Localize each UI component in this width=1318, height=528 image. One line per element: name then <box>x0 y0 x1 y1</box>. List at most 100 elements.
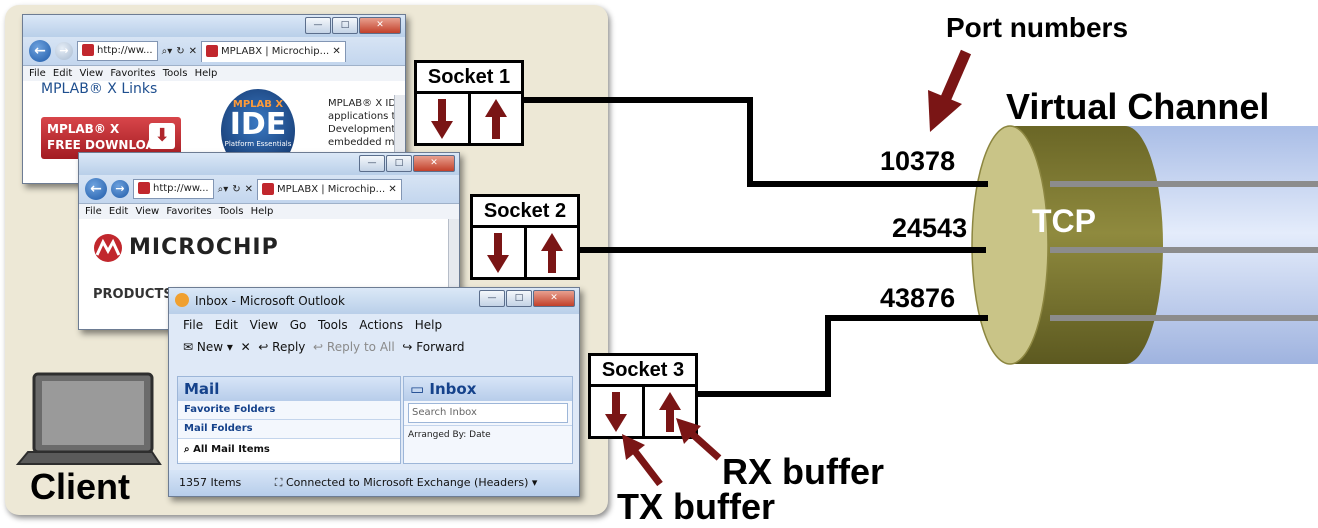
close-button[interactable]: ✕ <box>533 290 575 307</box>
vertical-scrollbar[interactable] <box>448 219 459 329</box>
microchip-favicon-icon <box>138 182 150 194</box>
rx-buffer <box>641 387 696 436</box>
reply-label: Reply <box>272 340 306 354</box>
search-folder-icon: ⌕ <box>184 444 190 455</box>
back-icon[interactable]: ← <box>29 40 51 62</box>
reply-all-button[interactable]: ↩ Reply to All <box>313 340 395 354</box>
forward-icon[interactable]: → <box>111 180 129 198</box>
mail-nav-pane: Mail Favorite Folders Mail Folders ⌕ All… <box>177 376 401 464</box>
back-icon[interactable]: ← <box>85 178 107 200</box>
rx-buffer <box>523 228 578 277</box>
forward-button[interactable]: ↪ Forward <box>402 340 464 354</box>
tx-buffer-label: TX buffer <box>617 486 775 527</box>
port-number-2: 24543 <box>892 213 968 243</box>
tx-pointer-arrow <box>622 434 663 487</box>
delete-icon[interactable]: ✕ <box>240 340 251 354</box>
maximize-button[interactable]: □ <box>506 290 532 307</box>
search-icon[interactable]: ⌕▾ <box>217 183 229 195</box>
menu-go[interactable]: Go <box>289 318 307 332</box>
menu-help[interactable]: Help <box>250 206 274 217</box>
favorite-folders[interactable]: Favorite Folders <box>178 401 400 420</box>
mail-header: Mail <box>178 377 400 401</box>
reply-button[interactable]: ↩ Reply <box>258 340 305 354</box>
menu-help[interactable]: Help <box>414 318 443 332</box>
menu-file[interactable]: File <box>85 206 102 217</box>
browser-tab[interactable]: MPLABX | Microchip... ✕ <box>257 178 402 200</box>
port-numbers-label: Port numbers <box>946 12 1129 43</box>
outlook-app-icon <box>175 293 189 307</box>
minimize-button[interactable]: — <box>305 17 331 34</box>
menu-edit[interactable]: Edit <box>214 318 238 332</box>
arrow-up-icon <box>658 391 681 432</box>
menu-edit[interactable]: Edit <box>108 206 129 217</box>
description-line: embedded m <box>328 137 395 148</box>
description-text: MPLAB® X IDE applications t Development … <box>328 97 402 149</box>
menu-file[interactable]: File <box>183 318 204 332</box>
menu-help[interactable]: Help <box>194 68 218 79</box>
logo-badge: MPLAB X <box>232 99 284 110</box>
menu-view[interactable]: View <box>249 318 279 332</box>
socket-label: Socket 2 <box>473 197 577 228</box>
menu-view[interactable]: View <box>135 206 160 217</box>
menu-tools[interactable]: Tools <box>318 318 348 332</box>
browser-tab[interactable]: MPLABX | Microchip... ✕ <box>201 40 346 62</box>
tab-label: MPLABX | Microchip... <box>221 45 330 57</box>
logo-sub: Platform Essentials <box>224 140 292 148</box>
stop-icon[interactable]: ✕ <box>188 45 198 57</box>
socket-label: Socket 3 <box>591 356 695 387</box>
vertical-scrollbar[interactable] <box>394 95 405 183</box>
socket-2: Socket 2 <box>470 194 580 280</box>
products-link[interactable]: PRODUCTS <box>93 287 173 302</box>
forward-mail-icon: ↪ <box>402 340 413 354</box>
new-mail-icon: ✉ <box>183 340 194 354</box>
minimize-button[interactable]: — <box>479 290 505 307</box>
arrow-down-icon <box>431 98 454 139</box>
new-button[interactable]: ✉ New ▾ <box>183 340 233 354</box>
mail-folders[interactable]: Mail Folders <box>178 420 400 439</box>
arranged-by-header[interactable]: Arranged By: Date <box>404 425 572 444</box>
close-button[interactable]: ✕ <box>359 17 401 34</box>
menu-actions[interactable]: Actions <box>359 318 404 332</box>
all-mail-items[interactable]: ⌕ All Mail Items <box>178 439 400 461</box>
menu-favorites[interactable]: Favorites <box>110 68 156 79</box>
rx-pointer-arrow <box>676 418 722 461</box>
menu-view[interactable]: View <box>79 68 104 79</box>
socket-label: Socket 1 <box>417 63 521 94</box>
menu-favorites[interactable]: Favorites <box>166 206 212 217</box>
status-items: 1357 Items <box>179 476 242 489</box>
microchip-logo-icon <box>94 234 122 262</box>
outlook-statusbar: 1357 Items ⛶ Connected to Microsoft Exch… <box>169 470 579 496</box>
address-bar[interactable]: http://ww... <box>77 41 158 61</box>
refresh-icon[interactable]: ↻ <box>176 45 185 57</box>
browser-window-2: — □ ✕ ← → http://ww... ⌕▾ ↻ ✕ MPLABX | M… <box>78 152 460 330</box>
maximize-button[interactable]: □ <box>332 17 358 34</box>
tx-buffer <box>473 228 524 277</box>
arrow-down-icon <box>605 391 628 432</box>
channel-front-face <box>971 125 1049 365</box>
maximize-button[interactable]: □ <box>386 155 412 172</box>
forward-icon[interactable]: → <box>55 42 73 60</box>
download-line2: FREE DOWNLOAD <box>47 138 165 152</box>
download-arrow-icon: ⬇ <box>149 123 175 149</box>
address-text: http://ww... <box>97 45 153 56</box>
reply-all-label: Reply to All <box>326 340 395 354</box>
inbox-title: Inbox <box>429 380 477 398</box>
search-inbox-input[interactable]: Search Inbox <box>408 403 568 423</box>
menu-edit[interactable]: Edit <box>52 68 73 79</box>
browser2-content: MICROCHIP PRODUCTS <box>79 219 459 329</box>
stop-icon[interactable]: ✕ <box>244 183 254 195</box>
tab-label: MPLABX | Microchip... <box>277 183 386 195</box>
menu-file[interactable]: File <box>29 68 46 79</box>
microchip-brand: MICROCHIP <box>129 235 279 260</box>
inbox-pane: ▭ Inbox Search Inbox Arranged By: Date <box>403 376 573 464</box>
search-icon[interactable]: ⌕▾ <box>161 45 173 57</box>
connection-line-3 <box>695 315 988 397</box>
minimize-button[interactable]: — <box>359 155 385 172</box>
close-button[interactable]: ✕ <box>413 155 455 172</box>
menu-tools[interactable]: Tools <box>218 206 244 217</box>
address-bar[interactable]: http://ww... <box>133 179 214 199</box>
menu-tools[interactable]: Tools <box>162 68 188 79</box>
tx-buffer <box>417 94 468 143</box>
refresh-icon[interactable]: ↻ <box>232 183 241 195</box>
